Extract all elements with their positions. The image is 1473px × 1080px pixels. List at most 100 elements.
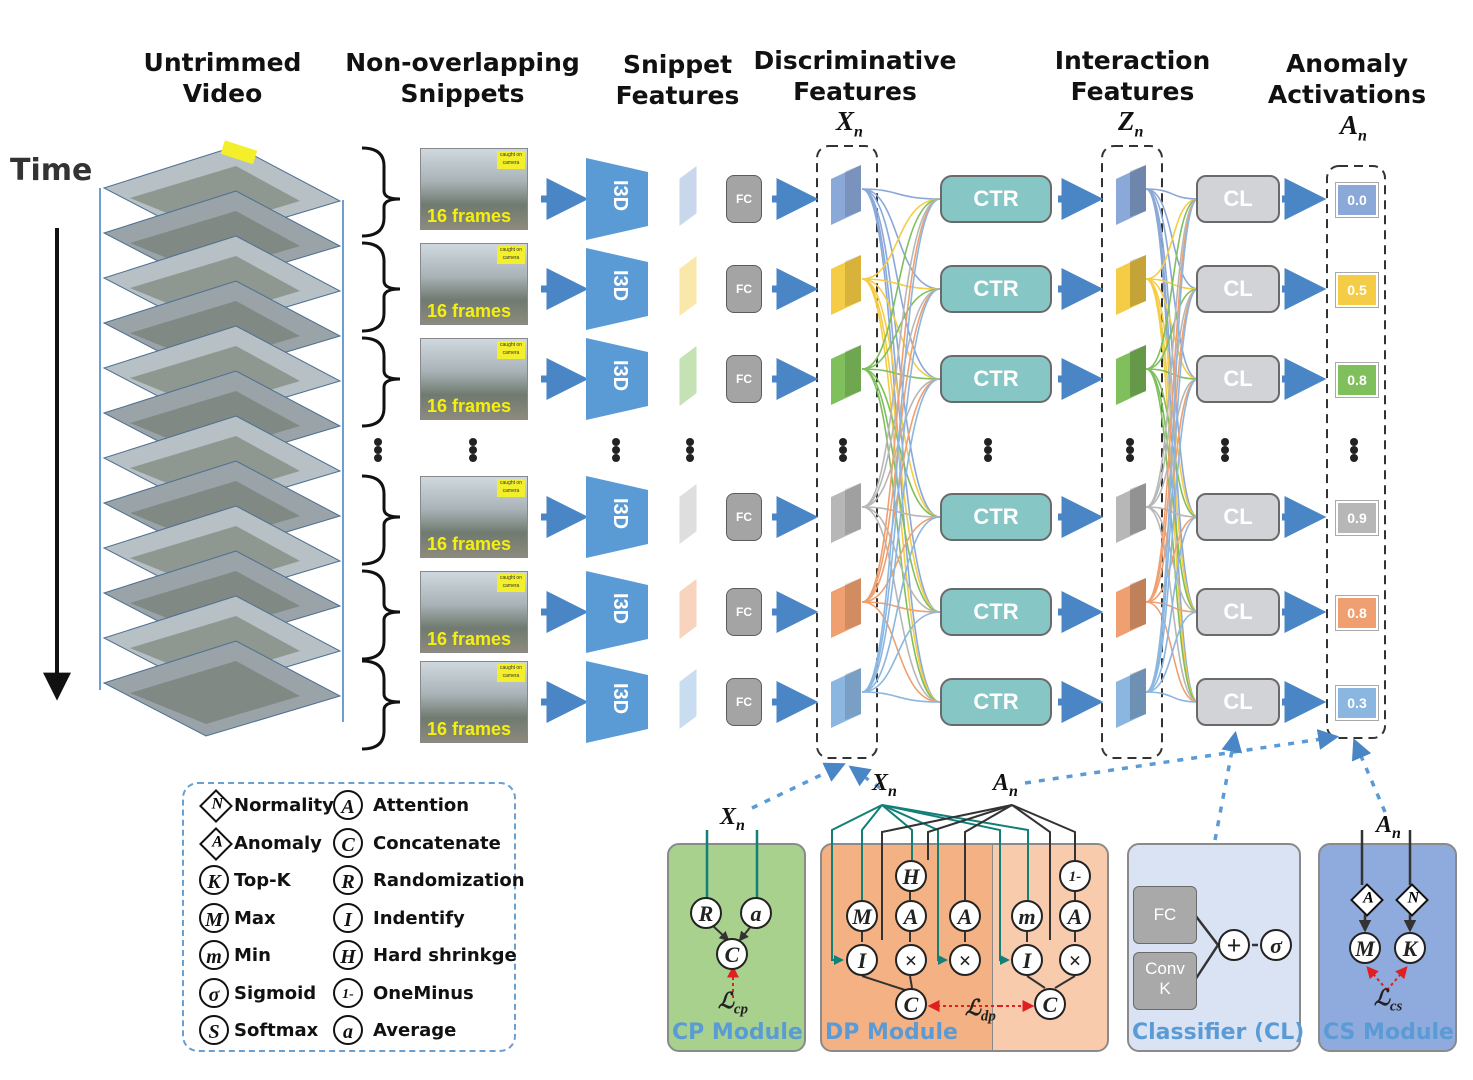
snippet-brace: [361, 336, 401, 428]
legend-symbol: σ: [199, 977, 229, 1008]
snippet-feature-slab: [679, 166, 697, 226]
label-xn-top: Xn: [836, 106, 863, 141]
dp-module-label: DP Module: [825, 1020, 958, 1045]
legend-label: Concatenate: [373, 832, 501, 854]
interaction-feature-slab: [1116, 165, 1146, 225]
discriminative-feature-side: [845, 668, 861, 720]
snippet-feature-slab: [679, 579, 697, 639]
i3d-encoder: I3D: [586, 661, 648, 743]
legend-label: Sigmoid: [234, 982, 317, 1004]
dp-node-multiply-1: ×: [895, 944, 927, 976]
video-frame-stack: [99, 140, 344, 737]
video-frame-scene: [130, 661, 300, 724]
interaction-features-group: [1101, 145, 1163, 759]
discriminative-feature-slab: [831, 345, 861, 405]
ctr-block: CTR: [940, 588, 1052, 636]
ellipsis-dots: •••: [685, 426, 695, 473]
fc-layer: FC: [726, 493, 762, 541]
interaction-feature-slab: [1116, 578, 1146, 638]
dp-loss: ℒdp: [965, 995, 996, 1025]
legend-symbol: A: [333, 790, 363, 820]
legend-label: Average: [373, 1020, 457, 1041]
snippet-watermark: caught on camera: [497, 341, 525, 359]
discriminative-feature-side: [845, 483, 861, 535]
classifier-fc-box: FC: [1133, 886, 1197, 944]
anomaly-activation-value: 0.0: [1336, 183, 1378, 217]
discriminative-features-group: [816, 145, 878, 759]
ellipsis-dots: •••: [611, 426, 621, 473]
frames-label: 16 frames: [427, 629, 512, 649]
cl-link: [1145, 198, 1199, 370]
snippet-brace: [361, 659, 401, 751]
dp-node-max: M: [846, 900, 878, 932]
ctr-link: [861, 198, 941, 370]
cl-link: [1145, 516, 1199, 603]
legend-symbol: a: [333, 1015, 363, 1045]
ctr-link: [861, 288, 941, 693]
cl-link: [1145, 198, 1199, 603]
ctr-block: CTR: [940, 493, 1052, 541]
video-watermark: [220, 140, 258, 165]
dp-node-concatenate-2: C: [1034, 988, 1066, 1020]
classifier-sum-node: +: [1218, 929, 1250, 961]
cl-link: [1145, 288, 1199, 370]
interaction-feature-side: [1130, 483, 1146, 535]
discriminative-feature-slab: [831, 668, 861, 728]
cl-block: CL: [1196, 493, 1280, 541]
discriminative-feature-side: [845, 578, 861, 630]
dp-node-identify-2: I: [1011, 944, 1043, 976]
legend-symbol: K: [199, 865, 229, 895]
dp-node-multiply-2: ×: [949, 944, 981, 976]
dp-node-multiply-3: ×: [1059, 944, 1091, 976]
legend-symbol: C: [333, 827, 363, 858]
discriminative-feature-side: [845, 165, 861, 217]
cp-node-average: a: [740, 897, 772, 929]
ellipsis-dots: •••: [1220, 426, 1230, 473]
ctr-link: [861, 516, 941, 603]
interaction-feature-side: [1130, 165, 1146, 217]
cl-link: [1145, 188, 1199, 200]
discriminative-feature-slab: [831, 483, 861, 543]
interaction-feature-side: [1130, 345, 1146, 397]
cs-loss: ℒcs: [1374, 985, 1403, 1015]
ctr-link: [861, 368, 941, 380]
ctr-link: [861, 378, 941, 693]
i3d-encoder: I3D: [586, 571, 648, 653]
snippet-feature-slab: [679, 256, 697, 316]
snippet-watermark: caught on camera: [497, 479, 525, 497]
interaction-feature-slab: [1116, 255, 1146, 315]
ctr-link: [861, 198, 941, 693]
cl-link: [1145, 516, 1199, 693]
legend-symbol: 1-: [333, 977, 363, 1008]
ctr-link: [861, 188, 941, 200]
ctr-link: [861, 611, 941, 693]
legend-symbol: H: [333, 940, 363, 970]
frames-label: 16 frames: [427, 534, 512, 554]
cl-block: CL: [1196, 355, 1280, 403]
legend-label: OneMinus: [373, 982, 474, 1004]
cl-link: [1145, 368, 1199, 380]
ellipsis-dots: •••: [983, 426, 993, 473]
legend-label: Hard shrinkge: [373, 945, 517, 966]
dp-node-attention-2: A: [949, 900, 981, 932]
anomaly-activation-value: 0.9: [1336, 501, 1378, 535]
cs-node-topk: K: [1394, 932, 1426, 964]
legend-label: Softmax: [234, 1020, 319, 1041]
legend-label: Anomaly: [234, 832, 322, 854]
cl-link: [1145, 506, 1199, 518]
module-connectors: [751, 729, 1387, 841]
cl-link: [1145, 288, 1199, 693]
snippet-feature-slab: [679, 669, 697, 729]
frames-label: 16 frames: [427, 206, 512, 226]
snippet-watermark: caught on camera: [497, 246, 525, 264]
ellipsis-dots: •••: [373, 426, 383, 473]
dp-node-one-minus: 1-: [1059, 860, 1091, 892]
cl-link: [1145, 691, 1199, 703]
ellipsis-dots: •••: [468, 426, 478, 473]
